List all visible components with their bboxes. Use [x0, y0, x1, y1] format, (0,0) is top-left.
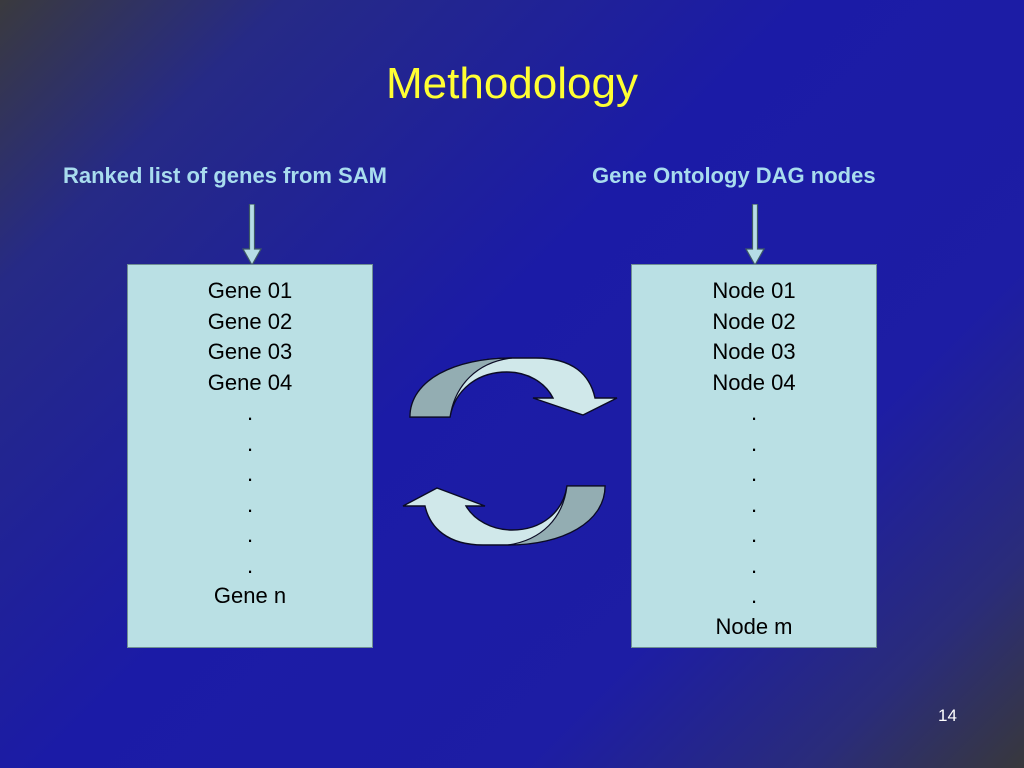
gene-list-item: Gene 04 [207, 369, 293, 395]
gene-list-item: . [246, 491, 254, 517]
gene-list-item: . [246, 552, 254, 578]
node-list-item: Node m [715, 613, 793, 639]
gene-list-item: Gene 01 [207, 278, 293, 303]
node-list: Node 01 Node 02 Node 03 Node 04....... Node … [632, 276, 876, 642]
exchange-cycle-icon [402, 357, 618, 546]
node-list-item: . [750, 583, 758, 608]
gene-list-box: Gene 01 Gene 02 Gene 03 Gene 04...... Gene n [127, 264, 373, 648]
gene-list-item: . [246, 522, 254, 547]
curved-arrow-right-icon [409, 357, 618, 418]
gene-list-item: . [246, 461, 254, 486]
gene-list-item: Gene 03 [207, 339, 293, 364]
node-list-item: . [750, 461, 758, 486]
page-number: 14 [938, 706, 957, 725]
left-down-arrow-icon [242, 204, 262, 266]
gene-list-item: Gene 02 [207, 308, 293, 334]
node-list-item: . [750, 552, 758, 578]
gene-list: Gene 01 Gene 02 Gene 03 Gene 04...... Gene n [128, 276, 372, 612]
node-list-item: Node 02 [712, 308, 796, 334]
node-list-item: . [750, 430, 758, 456]
gene-list-item: . [246, 400, 254, 425]
gene-list-item: . [246, 430, 254, 456]
node-list-item: . [750, 400, 758, 425]
right-column-label: Gene Ontology DAG nodes [592, 163, 876, 188]
node-list-item: Node 04 [712, 369, 796, 395]
right-down-arrow-icon [745, 204, 765, 266]
node-list-item: Node 01 [712, 278, 796, 303]
curved-arrow-left-icon [402, 485, 606, 546]
left-column-label: Ranked list of genes from SAM [63, 163, 387, 188]
node-list-item: . [750, 522, 758, 547]
slide-title: Methodology [386, 59, 638, 108]
node-list-item: . [750, 491, 758, 517]
node-list-item: Node 03 [712, 339, 796, 364]
gene-list-item: Gene n [213, 583, 287, 608]
node-list-box: Node 01 Node 02 Node 03 Node 04....... Node … [631, 264, 877, 648]
